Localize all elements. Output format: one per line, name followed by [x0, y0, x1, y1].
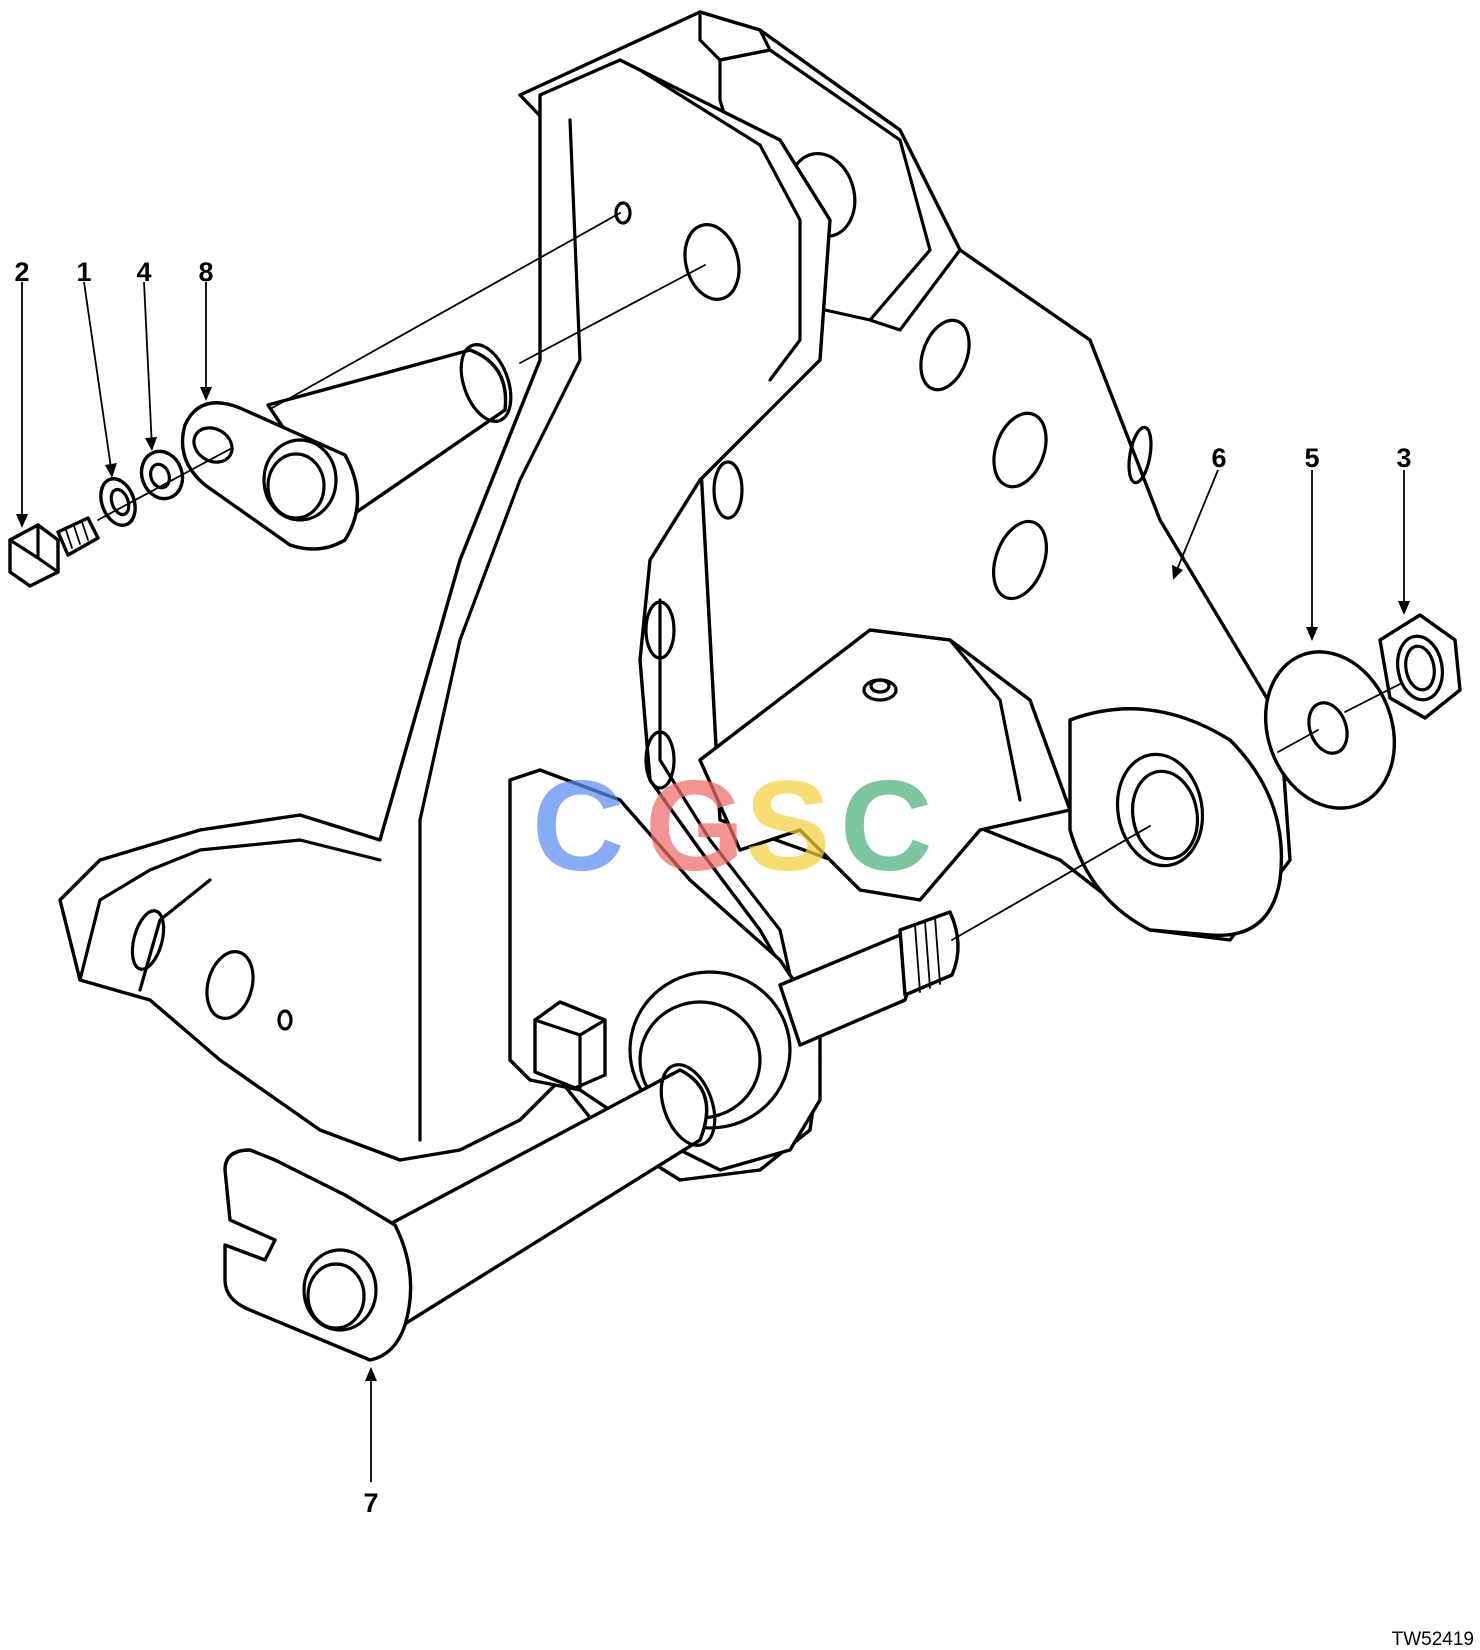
- callout-7: 7: [363, 1488, 378, 1518]
- watermark-letter-1: C: [532, 755, 624, 898]
- callout-6: 6: [1211, 443, 1226, 473]
- pivot-frame: [58, 10, 1292, 1182]
- watermark-letter-3: S: [745, 755, 830, 898]
- callout-2: 2: [14, 257, 29, 287]
- bolt: [8, 516, 100, 588]
- callout-1: 1: [76, 257, 91, 287]
- callout-8: 8: [198, 257, 213, 287]
- watermark-letter-2: G: [645, 755, 745, 898]
- upper-pin-assembly: [180, 343, 513, 551]
- watermark-letter-4: C: [840, 755, 932, 898]
- flat-washer: [1263, 650, 1397, 810]
- callout-3: 3: [1396, 443, 1411, 473]
- lower-pin-assembly: [223, 910, 960, 1362]
- assembly-centerlines: [97, 212, 1401, 941]
- figure-id: TW52419: [1392, 1629, 1474, 1650]
- hex-nut: [1378, 613, 1462, 720]
- leader-lines: [16, 281, 1410, 1482]
- spacer: [139, 449, 185, 501]
- callout-5: 5: [1304, 443, 1319, 473]
- watermark-logo: C G S C: [532, 755, 932, 898]
- callout-labels: 2 1 4 8 6 5 3 7: [14, 257, 1411, 1518]
- lock-washer: [99, 477, 137, 527]
- callout-4: 4: [136, 257, 151, 287]
